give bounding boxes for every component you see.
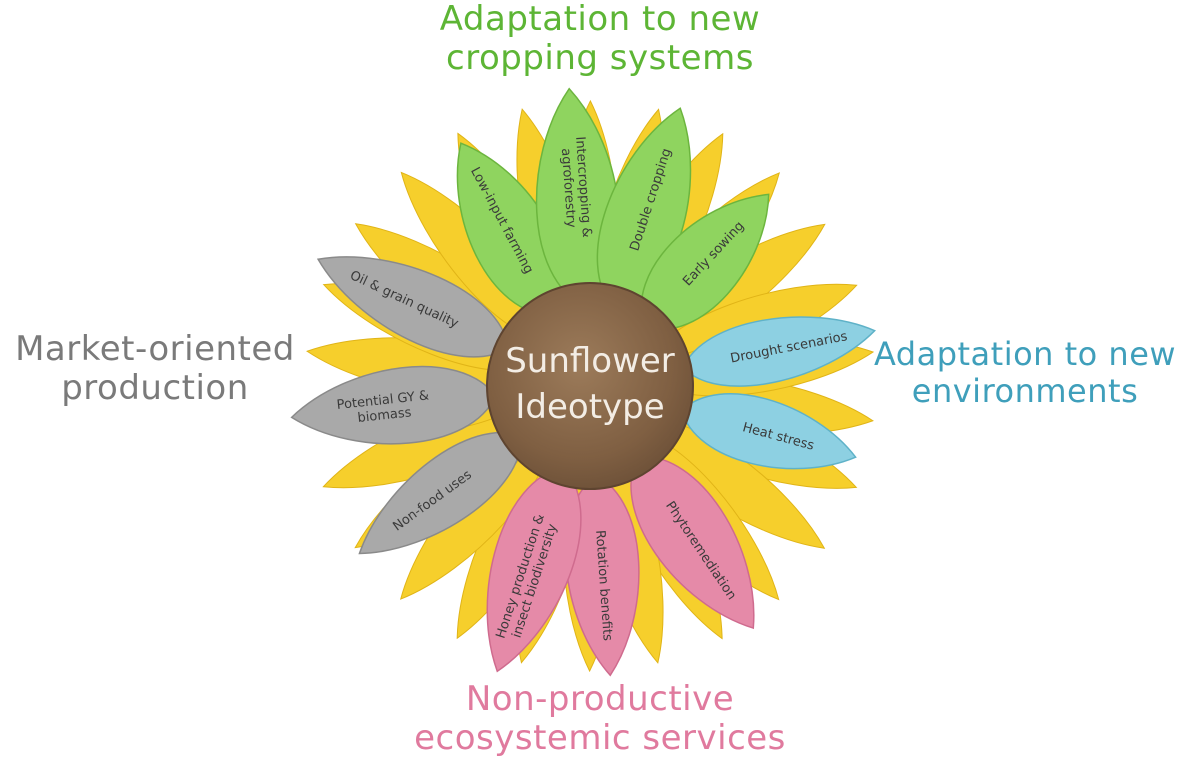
petal-label: Intercropping &agroforestry [557,136,594,239]
petal-blue: Drought scenarios [682,316,876,387]
flower-disc: Sunflower Ideotype [486,282,694,490]
center-label-line1: Sunflower [505,341,675,381]
petal-shape [682,316,876,387]
petal-shape [316,256,510,358]
petal-shape [630,455,755,630]
petal-shape [680,393,857,470]
petal-shape [486,466,582,673]
petal-label-line: agroforestry [558,148,579,229]
center-label-line2: Ideotype [515,387,664,427]
group-title-cropping-systems: Adaptation to new cropping systems [439,0,761,79]
petal-green: Early sowing [640,193,770,331]
petal-pink: Rotation benefits [564,474,640,677]
petal-gray: Potential GY &biomass [290,365,497,445]
petal-shape [358,431,522,555]
petal-shape [640,193,770,331]
petal-green: Low-input farming [456,142,564,317]
group-title-market-oriented: Market-oriented production [15,329,295,409]
group-title-ecosystemic-services: Non-productive ecosystemic services [414,679,786,759]
petal-shape [290,365,497,445]
petal-label-line: biomass [357,405,412,426]
group-title-new-environments: Adaptation to new environments [873,335,1177,410]
petal-blue: Heat stress [680,393,857,470]
petal-label-line: Intercropping & [572,136,594,238]
